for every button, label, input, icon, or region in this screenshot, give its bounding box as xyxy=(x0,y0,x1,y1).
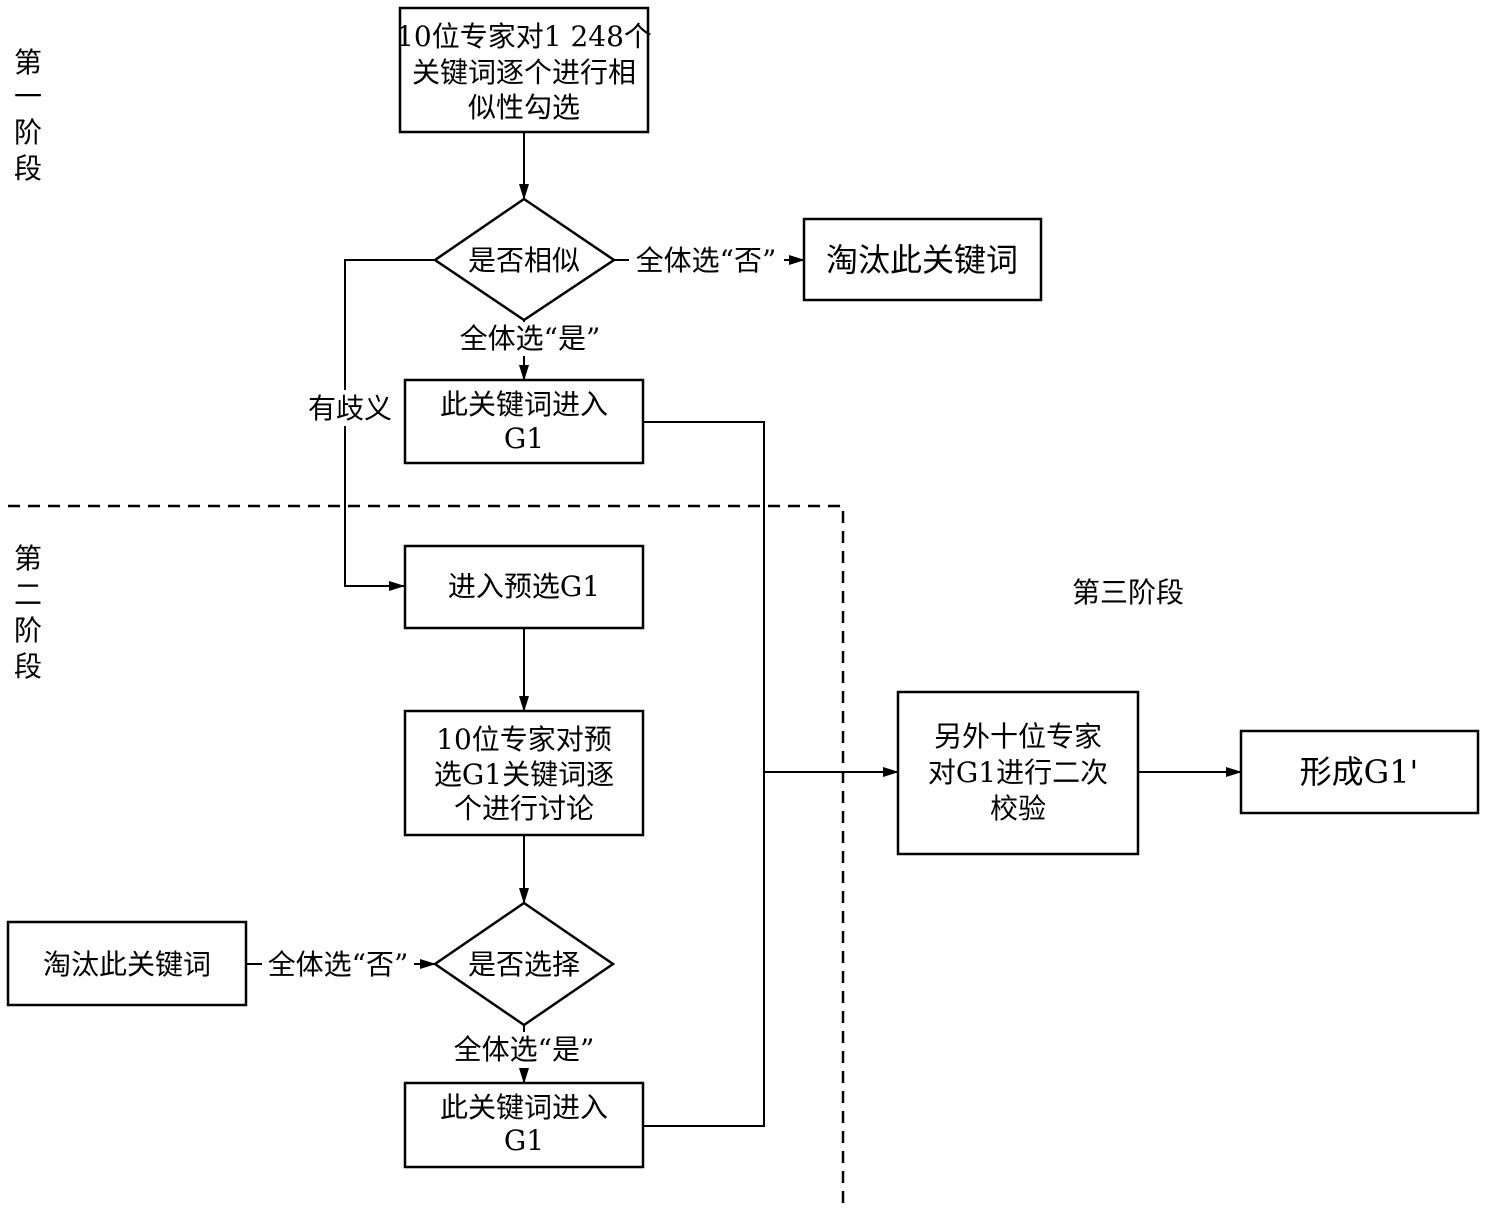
eliminate2-label: 淘汰此关键词 xyxy=(43,948,211,981)
enter-g1-box-1 xyxy=(403,378,645,465)
ambiguous-label: 有歧义 xyxy=(308,392,392,425)
decision1-label: 是否相似 xyxy=(468,244,580,277)
eliminate1-box xyxy=(802,217,1043,302)
discuss-line: 选G1关键词逐 xyxy=(434,758,614,791)
enter-g1-2-line: G1 xyxy=(504,1124,544,1157)
stage2-boundary xyxy=(8,504,845,1208)
stage2-char: 阶 xyxy=(14,614,42,647)
decision2-label: 是否选择 xyxy=(468,948,580,981)
start-box-line: 似性勾选 xyxy=(468,91,580,124)
d1-yes-label-bg xyxy=(450,322,600,356)
d1-yes-label: 全体选“是” xyxy=(460,322,601,355)
recheck-box xyxy=(896,690,1140,856)
enter-g1-2-line: 此关键词进入 xyxy=(440,1091,608,1124)
recheck-line: 校验 xyxy=(990,792,1046,825)
final-label: 形成G1' xyxy=(1300,753,1419,791)
stage2-label: 第 二 阶 段 xyxy=(14,542,42,683)
stage2-char: 第 xyxy=(14,542,42,575)
eliminate2-box xyxy=(6,920,248,1007)
stage3-label: 第三阶段 xyxy=(1072,576,1184,609)
start-box-line: 关键词逐个进行相 xyxy=(412,56,636,89)
stage1-label: 第 一 阶 段 xyxy=(14,46,42,185)
stage2-char: 二 xyxy=(14,578,42,611)
discuss-line: 10位专家对预 xyxy=(436,723,612,756)
d2-no-label: 全体选“否” xyxy=(268,948,409,981)
stage2-char: 段 xyxy=(14,650,42,683)
d1-no-label-bg xyxy=(629,240,784,278)
recheck-line: 对G1进行二次 xyxy=(928,756,1108,789)
connector-g1-1 xyxy=(643,421,765,772)
connector-g1-2 xyxy=(643,772,765,1127)
start-box-line: 10位专家对1 248个 xyxy=(396,20,652,53)
eliminate1-label: 淘汰此关键词 xyxy=(826,241,1018,279)
stage1-char: 阶 xyxy=(14,116,42,149)
preselect-box xyxy=(403,544,645,630)
enter-g1-1-line: 此关键词进入 xyxy=(440,388,608,421)
stage1-char: 段 xyxy=(14,152,42,185)
d1-no-label: 全体选“否” xyxy=(636,244,777,277)
d2-yes-label-bg xyxy=(444,1032,604,1068)
stage1-char: 一 xyxy=(14,80,42,113)
ambiguous-label-bg xyxy=(306,390,396,426)
preselect-label: 进入预选G1 xyxy=(448,570,600,603)
d2-no-label-bg xyxy=(262,944,414,982)
stage1-char: 第 xyxy=(14,46,42,79)
discuss-line: 个进行讨论 xyxy=(454,792,594,825)
enter-g1-1-line: G1 xyxy=(504,422,544,455)
final-box xyxy=(1239,729,1480,815)
d2-yes-label: 全体选“是” xyxy=(454,1033,595,1066)
recheck-line: 另外十位专家 xyxy=(934,720,1102,753)
